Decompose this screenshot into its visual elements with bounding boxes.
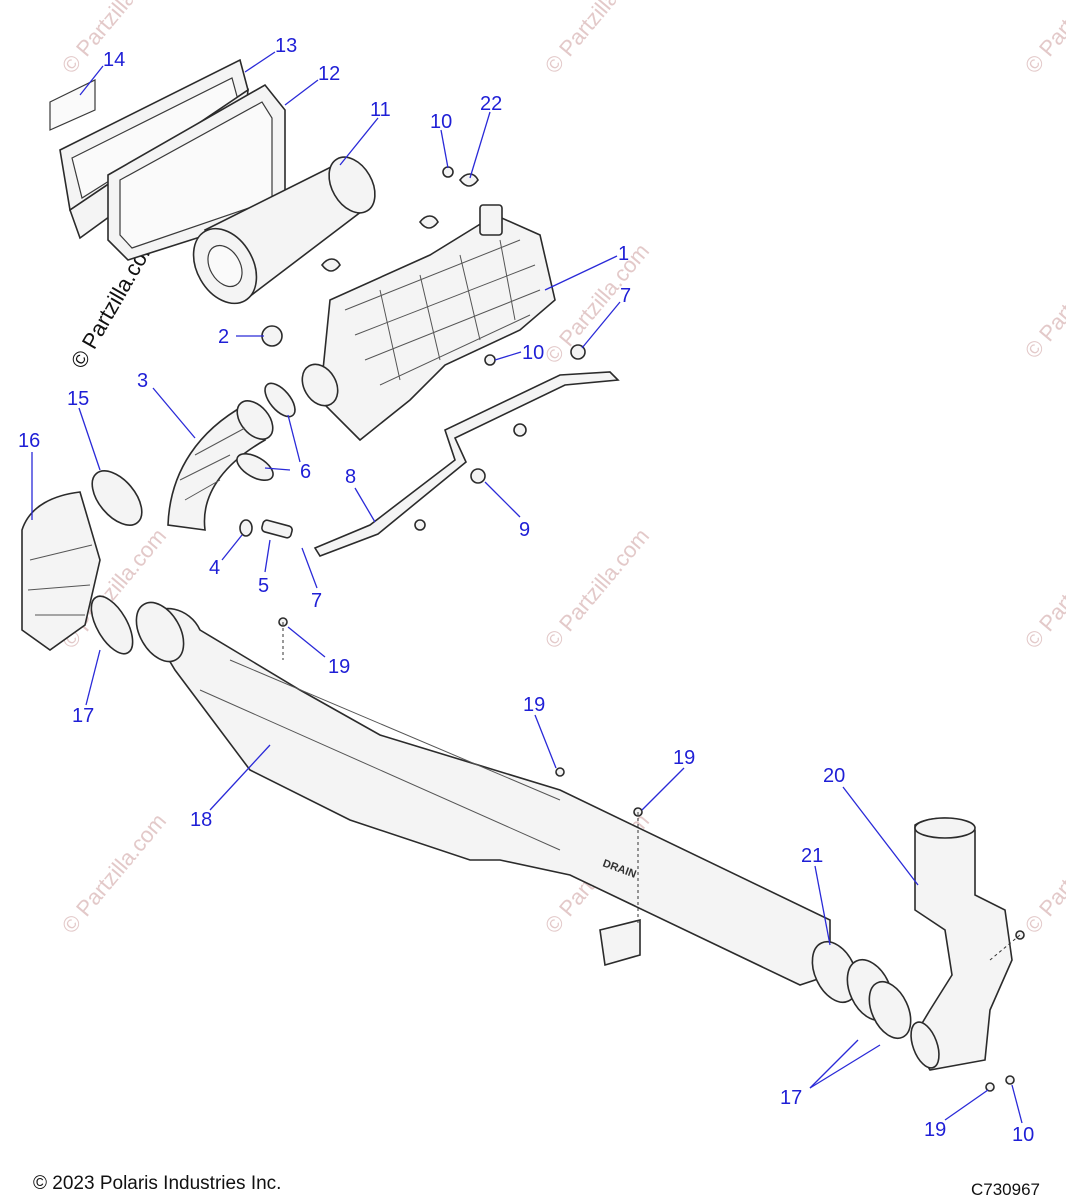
callout-22[interactable]: 22 bbox=[480, 93, 502, 115]
callout-2[interactable]: 2 bbox=[218, 326, 229, 348]
callout-numbers: 14 13 12 11 10 22 1 7 10 2 3 15 16 6 6 8… bbox=[18, 35, 1034, 1146]
part-6-clamp-upper bbox=[264, 382, 296, 418]
watermark-text: © Partzilla.com bbox=[1020, 524, 1066, 654]
callout-10[interactable]: 10 bbox=[430, 111, 452, 133]
callout-18[interactable]: 18 bbox=[190, 809, 212, 831]
callout-8[interactable]: 8 bbox=[345, 466, 356, 488]
part-8-breather-hose bbox=[313, 371, 620, 557]
copyright-notice: © 2023 Polaris Industries Inc. bbox=[33, 1173, 282, 1194]
callout-14[interactable]: 14 bbox=[103, 49, 125, 71]
part-20-snorkel bbox=[910, 817, 1013, 1071]
callout-12[interactable]: 12 bbox=[318, 63, 340, 85]
leader-lines bbox=[31, 51, 1023, 1124]
callout-20[interactable]: 20 bbox=[823, 765, 845, 787]
part-6-clamp-lower bbox=[236, 452, 274, 482]
callout-6[interactable]: 6 bbox=[300, 461, 311, 483]
callout-17[interactable]: 17 bbox=[780, 1087, 802, 1109]
part-18-intake-tube bbox=[135, 601, 831, 986]
callout-4[interactable]: 4 bbox=[209, 557, 220, 579]
callout-21[interactable]: 21 bbox=[801, 845, 823, 867]
callout-7[interactable]: 7 bbox=[620, 285, 631, 307]
callout-10[interactable]: 10 bbox=[1012, 1124, 1034, 1146]
part-4-fitting bbox=[239, 519, 253, 537]
callout-13[interactable]: 13 bbox=[275, 35, 297, 57]
watermark-text: © Partzilla.com bbox=[540, 0, 654, 78]
callout-11[interactable]: 11 bbox=[370, 99, 391, 121]
callout-19[interactable]: 19 bbox=[523, 694, 545, 716]
callout-19[interactable]: 19 bbox=[673, 747, 695, 769]
callout-9[interactable]: 9 bbox=[519, 519, 530, 541]
callout-5[interactable]: 5 bbox=[258, 575, 269, 597]
part-1-airbox bbox=[301, 204, 556, 442]
callout-19[interactable]: 19 bbox=[328, 656, 350, 678]
watermark-text: © Partzilla.com bbox=[1020, 0, 1066, 78]
callout-10[interactable]: 10 bbox=[522, 342, 544, 364]
part-14-label bbox=[49, 79, 96, 131]
watermark-text: © Partzilla.com bbox=[1020, 234, 1066, 364]
part-17-clamp-left bbox=[90, 595, 134, 655]
diagram-code: C730967 bbox=[970, 1180, 1040, 1199]
part-15-clamp bbox=[91, 470, 143, 526]
watermark-text: © Partzilla.com bbox=[540, 524, 654, 654]
part-16-elbow-duct bbox=[21, 491, 101, 651]
part-17-clamp-right bbox=[868, 980, 912, 1040]
watermark-text: © Partzilla.com bbox=[540, 239, 654, 369]
part-3-intake-boot bbox=[167, 400, 274, 531]
part-5-connector bbox=[261, 519, 293, 539]
callout-1[interactable]: 1 bbox=[618, 243, 629, 265]
part-11-air-filter bbox=[192, 156, 376, 305]
callout-15[interactable]: 15 bbox=[67, 388, 89, 410]
callout-19[interactable]: 19 bbox=[924, 1119, 946, 1141]
watermark-text: © Partzilla.com bbox=[1020, 809, 1066, 939]
callout-17[interactable]: 17 bbox=[72, 705, 94, 727]
callout-7[interactable]: 7 bbox=[311, 590, 322, 612]
callout-16[interactable]: 16 bbox=[18, 430, 40, 452]
watermark-text: © Partzilla.com bbox=[57, 809, 171, 939]
callout-3[interactable]: 3 bbox=[137, 370, 148, 392]
